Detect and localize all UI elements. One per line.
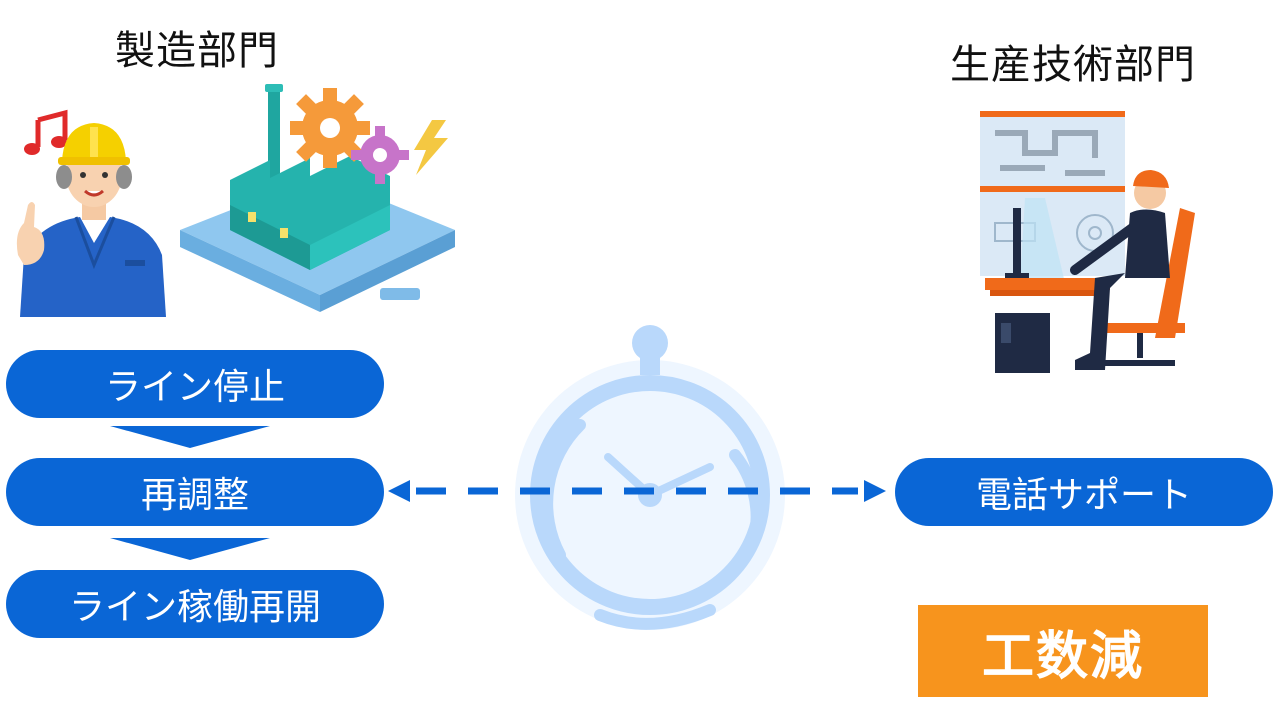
step-down-arrow-1 [110, 426, 270, 448]
production-engineering-dept-title: 生産技術部門 [950, 42, 1196, 88]
step-down-arrow-2 [110, 538, 270, 560]
step-line-stop: ライン停止 [6, 350, 384, 418]
stopwatch-icon [515, 325, 785, 630]
support-dashed-arrow [388, 480, 886, 502]
step-readjust: 再調整 [6, 458, 384, 526]
worker-helmet-icon [16, 109, 166, 317]
reduced-workload-badge: 工数減 [918, 605, 1208, 697]
phone-support-label: 電話サポート [895, 458, 1273, 526]
music-note-icon [24, 109, 68, 155]
factory-gears-icon [180, 84, 455, 312]
step-line-restart: ライン稼働再開 [6, 570, 384, 638]
manufacturing-dept-title: 製造部門 [115, 28, 279, 74]
engineer-computer-icon [980, 111, 1195, 373]
